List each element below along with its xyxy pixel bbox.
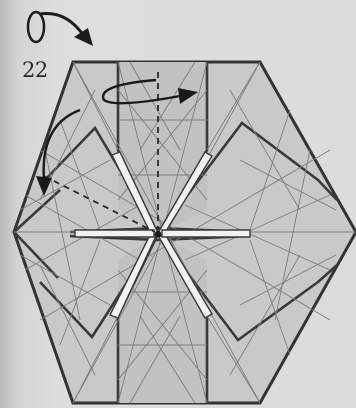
step-number: 22	[22, 58, 48, 82]
center-point	[155, 231, 161, 237]
turn-over-arrow-icon	[28, 12, 93, 46]
